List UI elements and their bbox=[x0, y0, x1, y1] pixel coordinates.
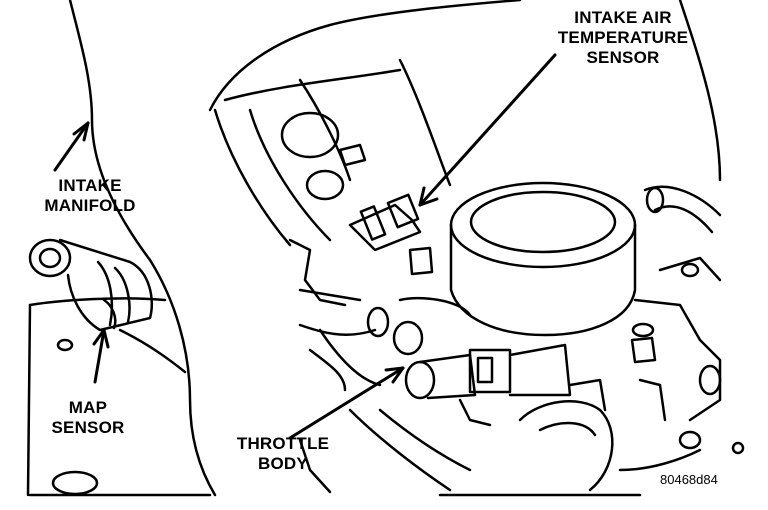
manifold-label-line2: MANIFOLD bbox=[44, 196, 136, 215]
figure-number: 80468d84 bbox=[660, 472, 718, 487]
throttle-label-line2: BODY bbox=[258, 454, 308, 473]
map-sensor-drawing bbox=[28, 238, 154, 332]
iat-label-line2: TEMPERATURE bbox=[557, 28, 689, 47]
map-label-line1: MAP bbox=[68, 398, 108, 417]
arrow-map-sensor bbox=[93, 328, 106, 384]
throttle-body-label: THROTTLE BODY bbox=[218, 434, 348, 474]
manifold-label-line1: INTAKE bbox=[58, 176, 122, 195]
iat-label-line3: SENSOR bbox=[586, 48, 660, 67]
iat-label-line1: INTAKE AIR bbox=[574, 8, 672, 27]
map-label-line2: SENSOR bbox=[51, 418, 125, 437]
map-sensor-label: MAP SENSOR bbox=[38, 398, 138, 438]
engine-components-drawing bbox=[208, 0, 745, 497]
intake-manifold-label: INTAKE MANIFOLD bbox=[30, 176, 150, 216]
arrow-intake-manifold bbox=[53, 121, 90, 172]
intake-air-temperature-sensor-label: INTAKE AIR TEMPERATURE SENSOR bbox=[528, 8, 718, 68]
leader-arrows bbox=[53, 53, 557, 440]
arrow-iat-sensor bbox=[418, 53, 557, 207]
arrow-throttle-body bbox=[288, 366, 405, 440]
throttle-label-line1: THROTTLE bbox=[236, 434, 330, 453]
intake-manifold-drawing bbox=[26, 0, 217, 497]
